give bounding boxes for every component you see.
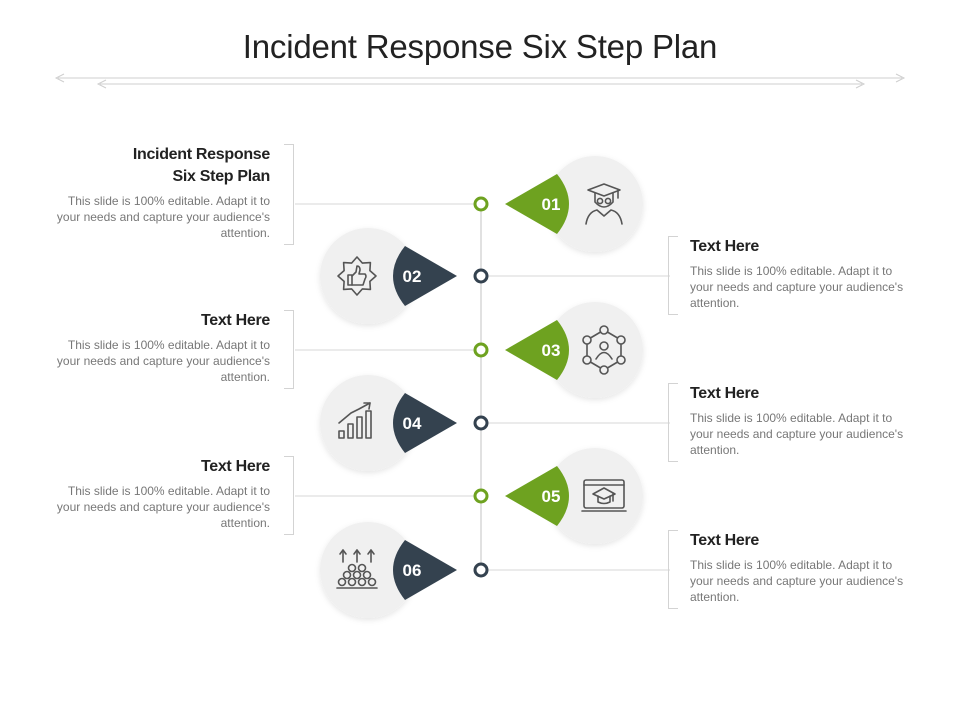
icon-circle <box>320 228 416 324</box>
laptop-graduation-icon <box>581 479 627 512</box>
growth-chart-icon <box>338 402 372 439</box>
step-pointer <box>505 174 569 234</box>
timeline-node <box>473 342 489 358</box>
step-heading-line: Incident Response <box>132 146 270 163</box>
step-04: 04 <box>320 375 670 471</box>
step-description: This slide is 100% editable. Adapt it to… <box>56 484 270 530</box>
icon-circle <box>320 375 416 471</box>
step-heading: Text Here <box>690 385 760 402</box>
timeline-node <box>473 196 489 212</box>
step-06: 06 <box>320 522 670 618</box>
step-heading: Text Here <box>200 458 270 475</box>
step-heading: Text Here <box>690 532 760 549</box>
timeline-node <box>473 268 489 284</box>
timeline-node <box>473 488 489 504</box>
step-pointer <box>393 246 457 306</box>
step-pointer <box>393 393 457 453</box>
step-05: 05 <box>295 448 643 544</box>
step-number: 05 <box>542 487 561 506</box>
step-02: 02 <box>320 228 670 324</box>
step-description: This slide is 100% editable. Adapt it to… <box>690 411 904 457</box>
step-number: 03 <box>542 341 561 360</box>
step-description: This slide is 100% editable. Adapt it to… <box>56 338 270 384</box>
step-number: 01 <box>542 195 561 214</box>
step-heading: Text Here <box>690 238 760 255</box>
step-number: 04 <box>403 414 422 433</box>
title-divider-arrows <box>54 73 906 89</box>
step-pointer <box>505 320 569 380</box>
text-bracket <box>284 310 294 389</box>
crowd-growth-icon <box>336 549 378 589</box>
icon-circle <box>547 302 643 398</box>
step-number: 02 <box>403 267 422 286</box>
icon-circle <box>547 156 643 252</box>
text-bracket <box>284 456 294 535</box>
page-title: Incident Response Six Step Plan <box>242 28 718 65</box>
step-pointer <box>505 466 569 526</box>
timeline-node <box>473 415 489 431</box>
step-pointer <box>393 540 457 600</box>
step-description: This slide is 100% editable. Adapt it to… <box>56 194 270 240</box>
step-heading: Text Here <box>200 312 270 329</box>
step-03: 03 <box>295 302 643 398</box>
text-bracket <box>668 383 678 462</box>
timeline-node <box>473 562 489 578</box>
step-description: This slide is 100% editable. Adapt it to… <box>690 558 904 604</box>
step-description: This slide is 100% editable. Adapt it to… <box>690 264 904 310</box>
step-01: 01 <box>295 156 643 252</box>
icon-circle <box>547 448 643 544</box>
step-heading-line: Six Step Plan <box>172 168 271 185</box>
thumbs-up-badge-icon <box>337 256 377 296</box>
text-bracket <box>668 236 678 315</box>
network-user-icon <box>582 325 626 375</box>
graduate-student-icon <box>585 183 623 225</box>
text-bracket <box>668 530 678 609</box>
text-bracket <box>284 144 294 245</box>
icon-circle <box>320 522 416 618</box>
step-number: 06 <box>403 561 422 580</box>
